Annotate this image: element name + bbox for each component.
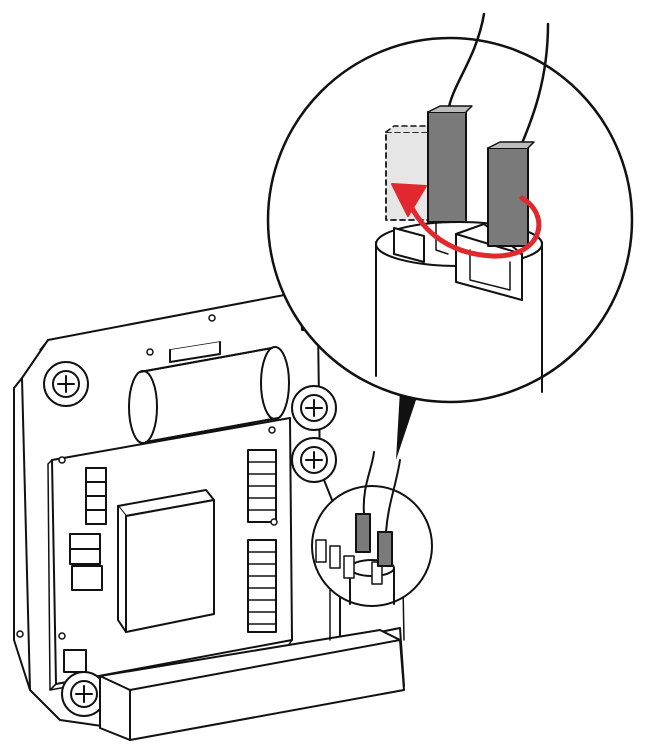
right-terminal-strip-lower xyxy=(247,539,277,633)
callout-pointer xyxy=(396,390,416,460)
bottom-bracket xyxy=(99,511,405,741)
jumper-connector-left xyxy=(427,111,467,223)
capacitor xyxy=(128,341,290,444)
move-arrow-icon xyxy=(391,183,542,259)
transformer xyxy=(117,489,215,633)
screw-icon xyxy=(43,361,89,407)
right-terminal-strip-upper xyxy=(247,449,277,523)
screw-icon xyxy=(291,385,337,431)
screw-icon xyxy=(291,437,337,483)
mount-holes xyxy=(16,314,278,640)
small-detail-circle xyxy=(311,451,433,607)
left-terminal-strip xyxy=(63,467,107,673)
large-detail-circle xyxy=(266,12,634,404)
screw-icon xyxy=(61,671,107,717)
